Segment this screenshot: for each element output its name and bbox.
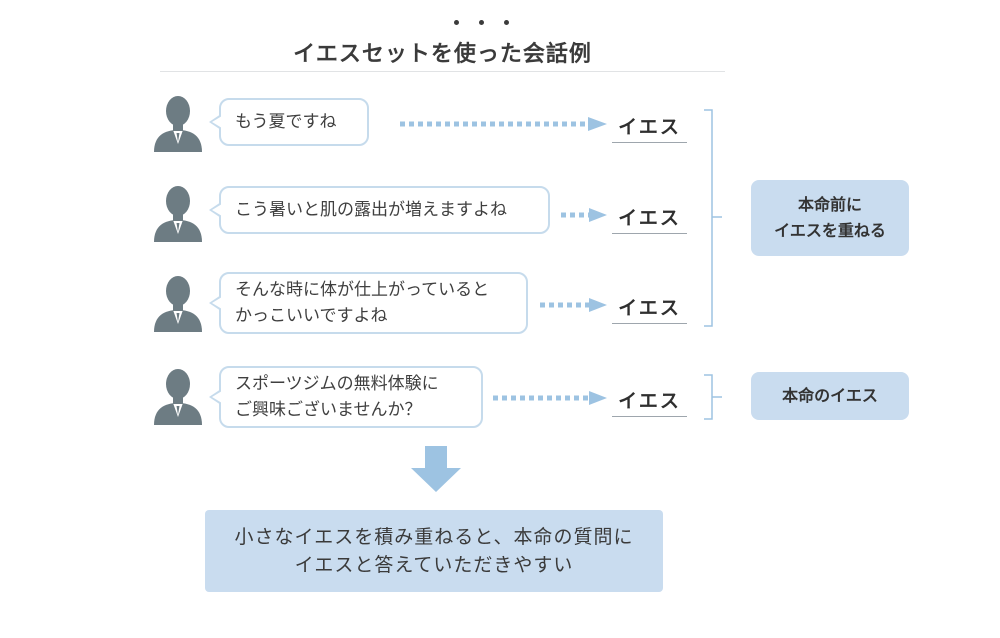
diagram-title: イエスセットを使った会話例 — [293, 42, 592, 67]
bubble-line: もう夏ですね — [235, 112, 337, 132]
yes-answer: イエス — [612, 203, 687, 234]
summary-line: イエスと答えていただきやすい — [294, 554, 574, 576]
note-main-yes: 本命のイエス — [751, 372, 909, 420]
person-icon — [154, 186, 202, 242]
bubble-line: ご興味ございませんか？ — [235, 400, 422, 420]
speech-bubble: こう暑いと肌の露出が増えますよね — [209, 186, 550, 234]
dotted-arrow — [493, 391, 607, 405]
group-bracket — [704, 374, 722, 420]
title-divider — [160, 71, 725, 72]
note-line: イエスを重ねる — [774, 221, 886, 240]
bubble-line: こう暑いと肌の露出が増えますよね — [235, 200, 507, 220]
down-arrow-icon — [411, 446, 461, 492]
yes-answer: イエス — [612, 112, 687, 143]
person-icon — [154, 276, 202, 332]
yes-answer: イエス — [612, 293, 687, 324]
bubble-line: そんな時に体が仕上がっていると — [235, 280, 490, 300]
speech-bubble: スポーツジムの無料体験に ご興味ございませんか？ — [209, 366, 483, 428]
summary-line: 小さなイエスを積み重ねると、本命の質問に — [234, 526, 634, 548]
group-bracket — [704, 109, 722, 327]
speech-bubble: もう夏ですね — [209, 98, 369, 146]
person-icon — [154, 96, 202, 152]
bubble-line: スポーツジムの無料体験に — [235, 374, 439, 394]
yes-answer: イエス — [612, 386, 687, 417]
speech-bubble: そんな時に体が仕上がっていると かっこいいですよね — [209, 272, 528, 334]
summary-box: 小さなイエスを積み重ねると、本命の質問に イエスと答えていただきやすい — [205, 510, 663, 592]
dotted-arrow — [561, 208, 607, 222]
dotted-arrow — [540, 298, 607, 312]
bubble-line: かっこいいですよね — [235, 306, 388, 326]
note-pre-main: 本命前に イエスを重ねる — [751, 180, 909, 256]
person-icon — [154, 369, 202, 425]
note-line: 本命前に — [797, 195, 862, 214]
title-emphasis-dots — [452, 14, 512, 28]
dotted-arrow — [400, 117, 607, 131]
